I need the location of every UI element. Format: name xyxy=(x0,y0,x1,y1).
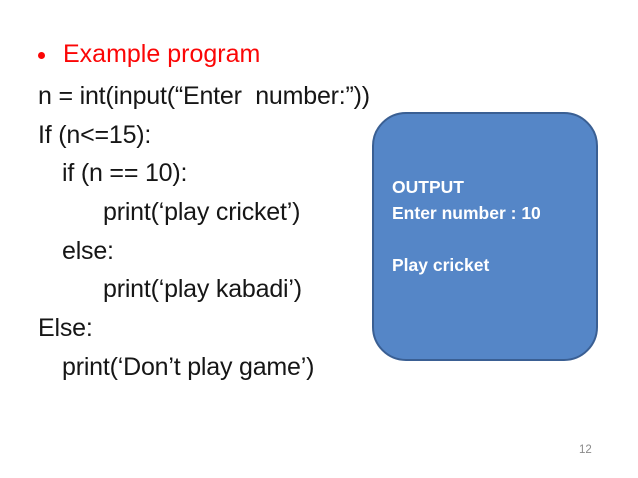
output-line xyxy=(392,226,582,252)
bullet-heading: Example program xyxy=(38,40,260,68)
bullet-icon xyxy=(38,51,45,59)
output-callout: OUTPUT Enter number : 10 Play cricket xyxy=(372,112,598,361)
output-line: Enter number : 10 xyxy=(392,203,541,223)
code-line: If (n<=15): xyxy=(38,120,152,149)
output-line: Play cricket xyxy=(392,255,490,275)
output-callout-content: OUTPUT Enter number : 10 Play cricket xyxy=(374,114,596,278)
code-line: Else: xyxy=(38,314,93,343)
code-line: else: xyxy=(62,236,114,265)
code-line: print(‘Don’t play game’) xyxy=(62,352,315,381)
page-number: 12 xyxy=(579,444,592,456)
code-line: print(‘play kabadi’) xyxy=(103,275,302,304)
code-line: print(‘play cricket’) xyxy=(103,198,301,227)
code-line: n = int(input(“Enter number:”)) xyxy=(38,82,370,110)
output-line: OUTPUT xyxy=(392,177,464,197)
code-block: n = int(input(“Enter number:”)) If (n<=1… xyxy=(38,77,370,387)
code-line: if (n == 10): xyxy=(62,159,188,188)
heading-text: Example program xyxy=(63,40,261,68)
